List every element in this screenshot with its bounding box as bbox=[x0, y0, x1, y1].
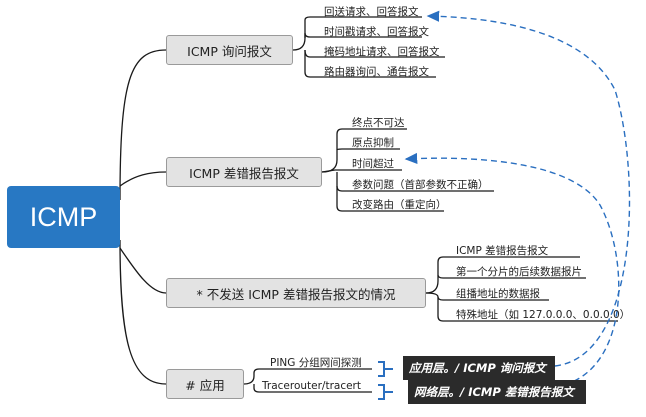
leaf-icmp-error-message: ICMP 差错报告报文 bbox=[456, 245, 549, 257]
leaf-echo-request-reply: 回送请求、回答报文 bbox=[324, 6, 419, 18]
tag-tracert-layer: 网络层。/ ICMP 差错报告报文 bbox=[408, 380, 586, 404]
tracert-bracket bbox=[378, 384, 393, 400]
branch-icmp-query-message: ICMP 询问报文 bbox=[166, 35, 293, 65]
connector-root-branch-4 bbox=[119, 239, 167, 385]
leaf-time-exceeded: 时间超过 bbox=[352, 158, 394, 170]
connector-root-branch-2 bbox=[119, 171, 167, 187]
leaf-timestamp-request-reply: 时间戳请求、回答报文 bbox=[324, 26, 429, 38]
ping-bracket bbox=[378, 361, 393, 377]
leaf-source-quench: 原点抑制 bbox=[352, 137, 394, 149]
connector-root-branch-3 bbox=[119, 247, 167, 294]
leaf-ping: PING 分组网间探测 bbox=[270, 357, 362, 369]
leaf-destination-unreachable: 终点不可达 bbox=[352, 117, 405, 129]
leaf-special-address: 特殊地址（如 127.0.0.0、0.0.0.0） bbox=[456, 309, 631, 321]
leaf-redirect: 改变路由（重定向） bbox=[352, 199, 447, 211]
dashed-arrow-query bbox=[426, 10, 631, 367]
leaf-parameter-problem: 参数问题（首部参数不正确） bbox=[352, 179, 489, 191]
leaf-mask-request-reply: 掩码地址请求、回答报文 bbox=[324, 46, 440, 58]
dashed-arrow-error bbox=[404, 152, 620, 388]
branch-icmp-error-report: ICMP 差错报告报文 bbox=[166, 157, 322, 187]
leaf-traceroute: Tracerouter/tracert bbox=[262, 380, 361, 392]
branch-no-error-report-cases: * 不发送 ICMP 差错报告报文的情况 bbox=[166, 278, 426, 308]
leaf-subsequent-fragments: 第一个分片的后续数据报片 bbox=[456, 266, 582, 278]
leaf-multicast-datagram: 组播地址的数据报 bbox=[456, 288, 540, 300]
leaf-router-solicitation-advertisement: 路由器询问、通告报文 bbox=[324, 66, 429, 78]
root-node-icmp: ICMP bbox=[7, 186, 120, 248]
branch-applications: # 应用 bbox=[166, 369, 244, 399]
tag-ping-layer: 应用层。/ ICMP 询问报文 bbox=[403, 356, 555, 380]
connector-root-branch-1 bbox=[119, 49, 167, 201]
